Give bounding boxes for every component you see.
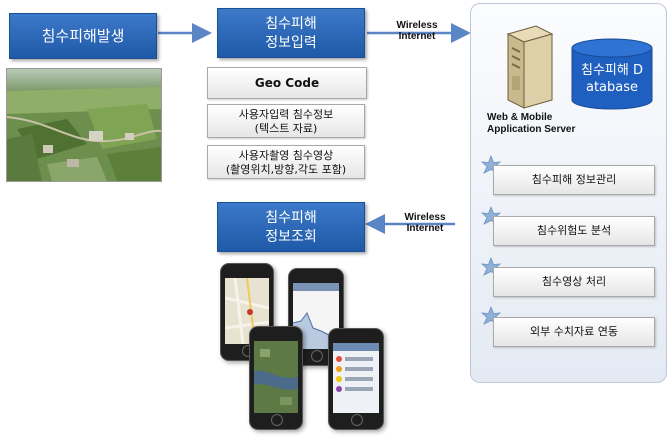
server-label: Web & Mobile Application Server xyxy=(487,112,607,136)
user-text-line1: 사용자입력 침수정보 xyxy=(238,108,334,121)
flood-info-input-box: 침수피해 정보입력 xyxy=(217,8,365,58)
wireless-label: Wireless xyxy=(404,212,446,223)
user-text-input-box: 사용자입력 침수정보 (텍스트 자료) xyxy=(207,104,365,138)
smartphone-map xyxy=(220,263,274,361)
server-icon xyxy=(500,24,556,110)
user-text-line2: (텍스트 자료) xyxy=(254,122,318,135)
internet-label: Internet xyxy=(398,31,436,42)
wireless-label: Wireless xyxy=(396,20,438,31)
flood-occurrence-box: 침수피해발생 xyxy=(9,13,157,59)
wireless-internet-label-bottom: Wireless Internet xyxy=(400,212,450,234)
service-external-data-link: 외부 수치자료 연동 xyxy=(493,317,655,347)
geo-code-box: Geo Code xyxy=(207,67,367,99)
flood-info-input-line1: 침수피해 xyxy=(265,16,317,32)
database-label: 침수피해 D atabase xyxy=(572,62,652,96)
user-photo-line1: 사용자촬영 침수영상 xyxy=(238,149,334,162)
database-label-line1: 침수피해 D xyxy=(581,63,643,78)
smartphone-aerial xyxy=(249,326,303,430)
service-flood-info-management: 침수피해 정보관리 xyxy=(493,165,655,195)
database-label-line2: atabase xyxy=(585,80,639,95)
flood-info-query-line2: 정보조회 xyxy=(265,229,317,245)
wireless-internet-label-top: Wireless Internet xyxy=(392,20,442,42)
flood-info-query-box: 침수피해 정보조회 xyxy=(217,202,365,252)
user-photo-line2: (촬영위치,방향,각도 포함) xyxy=(225,163,347,176)
service-flood-image-processing: 침수영상 처리 xyxy=(493,267,655,297)
flood-info-input-line2: 정보입력 xyxy=(265,35,317,51)
server-label-line1: Web & Mobile xyxy=(487,112,553,123)
smartphone-list xyxy=(328,328,384,430)
database-icon xyxy=(570,38,654,110)
flood-aerial-photo xyxy=(6,68,162,182)
service-flood-risk-analysis: 침수위험도 분석 xyxy=(493,216,655,246)
flood-info-query-line1: 침수피해 xyxy=(265,210,317,226)
server-label-line2: Application Server xyxy=(487,124,576,135)
user-photo-input-box: 사용자촬영 침수영상 (촬영위치,방향,각도 포함) xyxy=(207,145,365,179)
internet-label: Internet xyxy=(406,223,444,234)
